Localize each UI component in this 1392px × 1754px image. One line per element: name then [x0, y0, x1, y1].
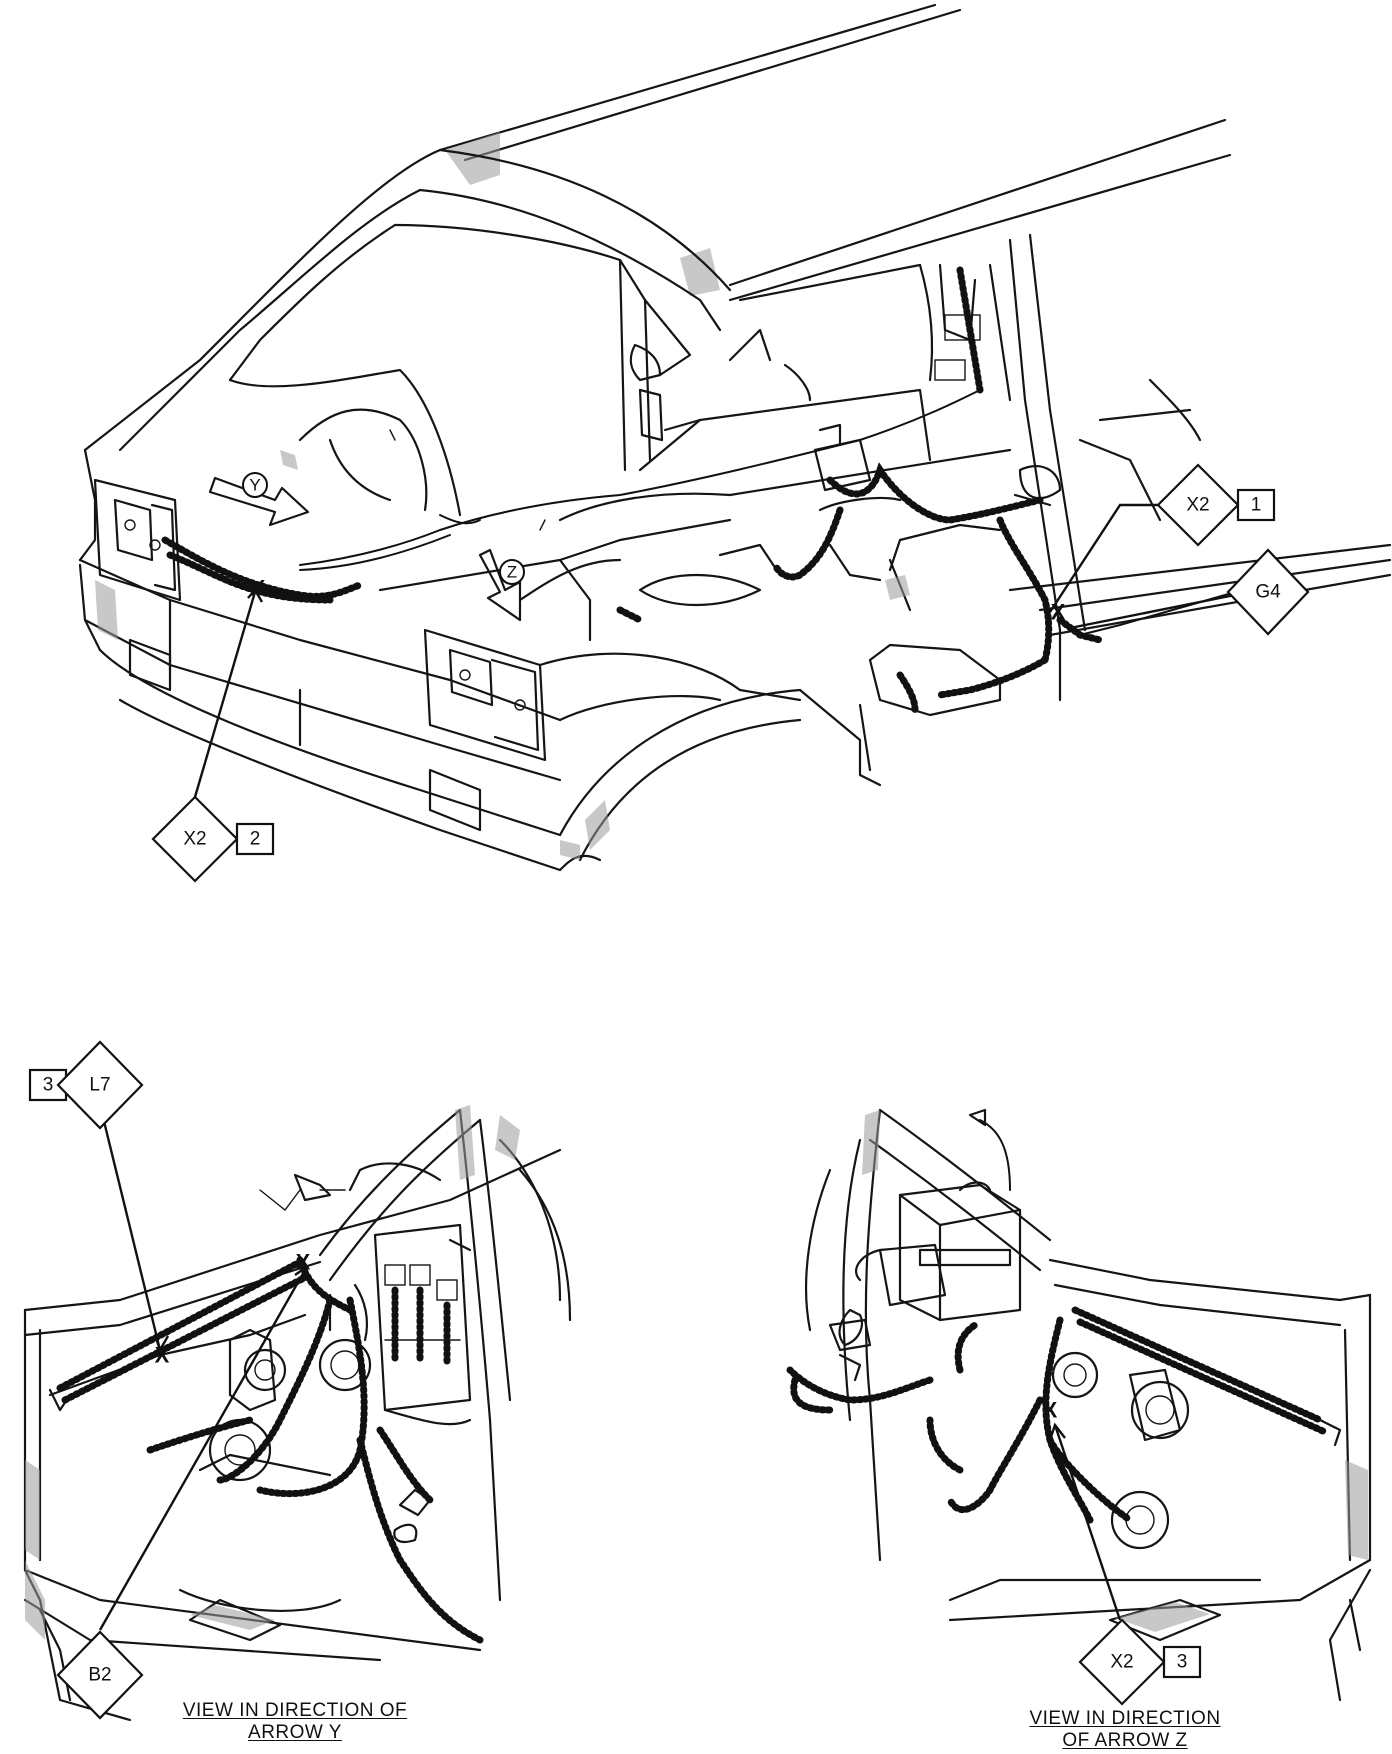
splice-mark-x2-1: X — [1051, 600, 1066, 625]
callout-x2-2: X2 2 — [151, 795, 275, 883]
callout-x2-1: X2 1 — [1156, 463, 1276, 547]
splice-mark-x2-3: X — [1043, 1398, 1058, 1423]
callout-x2-2-code: X2 — [183, 829, 206, 850]
callout-x2-2-num: 2 — [250, 829, 261, 850]
caption-view-z: VIEW IN DIRECTION OF ARROW Z — [1000, 1708, 1250, 1752]
car-body-illustration — [78, 3, 1392, 872]
callout-b2: B2 — [56, 1630, 144, 1720]
caption-view-z-line1: VIEW IN DIRECTION — [1029, 1708, 1221, 1729]
arrow-y-label: Y — [249, 476, 260, 495]
caption-view-y-line2: ARROW Y — [248, 1722, 342, 1743]
caption-view-y-line1: VIEW IN DIRECTION OF — [182, 1700, 408, 1721]
callout-x2-3-num: 3 — [1177, 1652, 1188, 1673]
view-arrow-z: Z — [478, 548, 525, 622]
view-z-illustration — [786, 1108, 1372, 1702]
callout-g4-code: G4 — [1255, 582, 1281, 603]
callout-x2-1-num: 1 — [1251, 495, 1262, 516]
callout-l7-code: L7 — [89, 1075, 110, 1096]
callout-l7-num: 3 — [43, 1075, 54, 1096]
view-y-illustration — [23, 1105, 572, 1722]
callout-l7-3: 3 L7 — [28, 1040, 144, 1130]
callout-b2-code: B2 — [88, 1665, 111, 1686]
arrow-z-label: Z — [507, 563, 517, 582]
callout-x2-1-code: X2 — [1186, 495, 1209, 516]
view-arrow-y: Y — [208, 472, 310, 527]
caption-view-z-line2: OF ARROW Z — [1062, 1730, 1188, 1751]
splice-mark-b2: X — [296, 1250, 311, 1275]
main-wiring-harness — [161, 266, 1261, 714]
caption-view-y: VIEW IN DIRECTION OF ARROW Y — [150, 1700, 440, 1744]
callout-x2-3: X2 3 — [1078, 1618, 1202, 1706]
callout-g4: G4 — [1226, 548, 1310, 636]
callout-x2-3-code: X2 — [1110, 1652, 1133, 1673]
